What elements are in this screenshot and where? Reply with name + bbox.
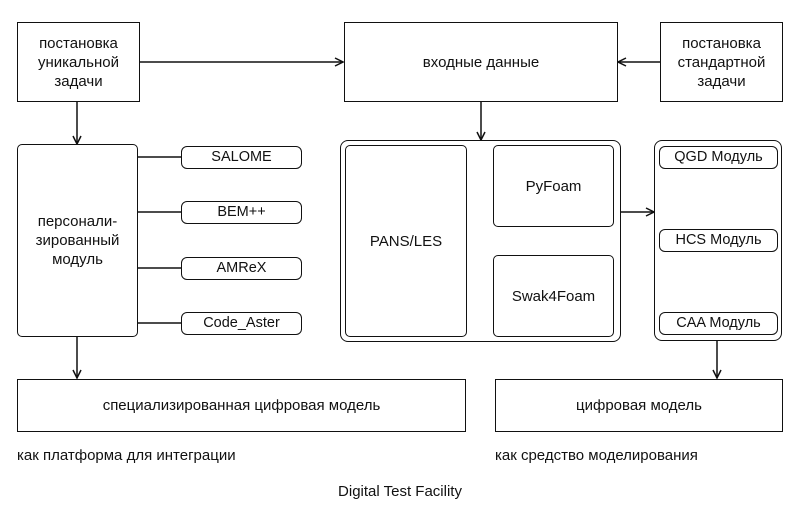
input-data-label: входные данные [422, 53, 540, 71]
hcs-module-label: HCS Модуль [675, 232, 762, 248]
integration-platform-caption: как платформа для интеграции [17, 447, 236, 464]
amrex-box: AMReX [181, 257, 302, 280]
qgd-module-label: QGD Модуль [674, 149, 763, 165]
unique-task-box: постановка уникальной задачи [17, 22, 140, 102]
specialized-digital-model-label: специализированная цифровая модель [102, 397, 381, 414]
digital-model-label: цифровая модель [576, 397, 702, 414]
specialized-digital-model-box: специализированная цифровая модель [17, 379, 466, 432]
amrex-label: AMReX [216, 260, 267, 276]
pyfoam-label: PyFoam [525, 177, 582, 195]
bempp-box: BEM++ [181, 201, 302, 224]
swak4foam-label: Swak4Foam [511, 287, 596, 305]
pans-les-box: PANS/LES [345, 145, 467, 337]
code-aster-box: Code_Aster [181, 312, 302, 335]
pyfoam-box: PyFoam [493, 145, 614, 227]
diagram-title: Digital Test Facility [338, 483, 462, 500]
standard-task-label: постановка стандартной задачи [677, 34, 766, 90]
input-data-box: входные данные [344, 22, 618, 102]
personalized-module-box: персонали- зированный модуль [17, 144, 138, 337]
salome-box: SALOME [181, 146, 302, 169]
digital-model-box: цифровая модель [495, 379, 783, 432]
bempp-label: BEM++ [217, 204, 266, 220]
personalized-module-label: персонали- зированный модуль [35, 213, 120, 268]
code-aster-label: Code_Aster [203, 315, 280, 331]
unique-task-label: постановка уникальной задачи [38, 34, 119, 90]
qgd-module-box: QGD Модуль [659, 146, 778, 169]
modeling-tool-caption: как средство моделирования [495, 447, 698, 464]
hcs-module-box: HCS Модуль [659, 229, 778, 252]
swak4foam-box: Swak4Foam [493, 255, 614, 337]
caa-module-box: CAA Модуль [659, 312, 778, 335]
pans-les-label: PANS/LES [369, 232, 443, 250]
salome-label: SALOME [211, 149, 272, 165]
standard-task-box: постановка стандартной задачи [660, 22, 783, 102]
caa-module-label: CAA Модуль [676, 315, 761, 331]
